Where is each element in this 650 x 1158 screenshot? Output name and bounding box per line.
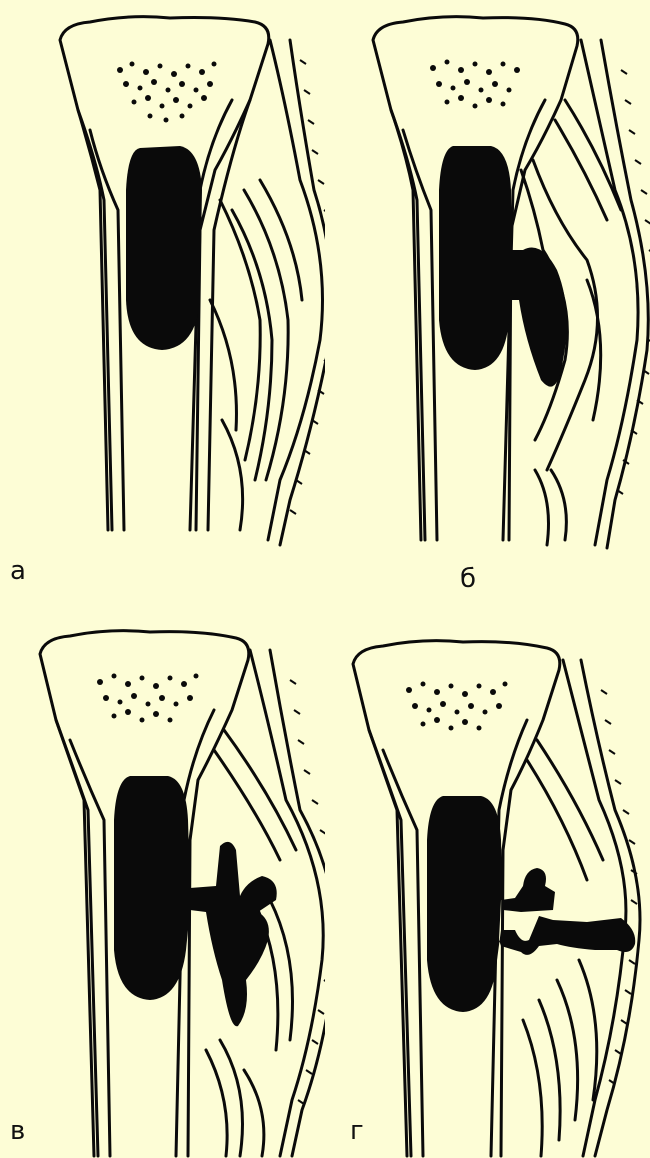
cancellous-bone bbox=[97, 674, 199, 723]
soft-tissue-contour bbox=[268, 40, 323, 540]
abscess-focus bbox=[439, 146, 567, 387]
abscess-focus bbox=[114, 776, 277, 1026]
panel-v-label: в bbox=[10, 1118, 25, 1144]
panel-g-illustration bbox=[325, 600, 650, 1158]
panel-a-illustration bbox=[0, 0, 325, 560]
cancellous-bone bbox=[117, 62, 217, 123]
cancellous-bone bbox=[430, 60, 520, 109]
panel-b-label: б bbox=[460, 566, 476, 592]
soft-tissue-contour bbox=[581, 40, 638, 545]
panel-b-illustration bbox=[325, 0, 650, 560]
panel-a-label: а bbox=[10, 558, 26, 584]
abscess-focus bbox=[427, 796, 635, 1012]
panel-g-label: г bbox=[350, 1118, 364, 1144]
cancellous-bone bbox=[406, 682, 508, 731]
abscess-focus bbox=[126, 146, 202, 350]
panel-v-illustration bbox=[0, 600, 325, 1158]
